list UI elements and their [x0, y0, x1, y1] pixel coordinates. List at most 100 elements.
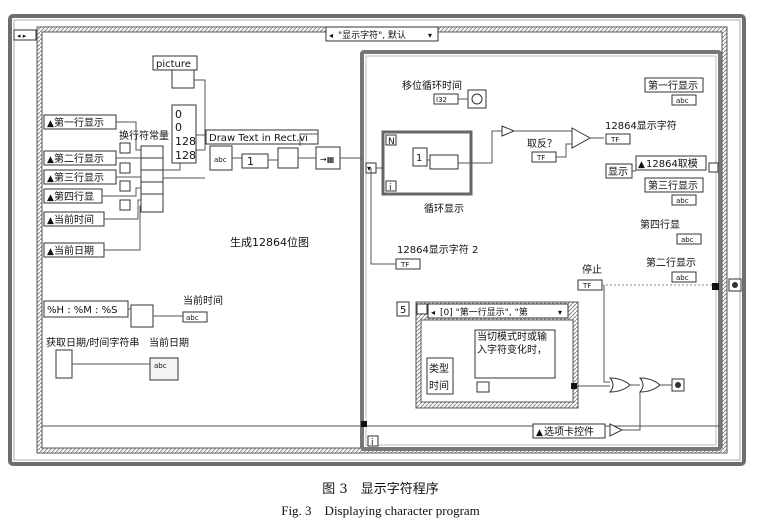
- svg-text:0: 0: [175, 121, 182, 134]
- cur-date-out-label: 当前日期: [149, 336, 189, 349]
- svg-text:第一行显示: 第一行显示: [648, 79, 698, 92]
- svg-text:TF: TF: [400, 261, 409, 269]
- svg-text:128: 128: [175, 135, 196, 148]
- svg-text:%H : %M : %S: %H : %M : %S: [47, 305, 117, 316]
- control-cur-date[interactable]: ▲ 当前日期: [43, 242, 105, 258]
- cur-date-indicator: [149, 357, 179, 381]
- svg-text:第二行显示: 第二行显示: [54, 152, 104, 165]
- char-12864-2-label: 12864显示字符 2: [397, 243, 478, 256]
- svg-text:TF: TF: [582, 282, 591, 290]
- svg-text:abc: abc: [214, 156, 227, 164]
- wait-node: [467, 89, 487, 109]
- char-12864-label: 12864显示字符: [605, 119, 677, 132]
- converter-label: 换行符常量: [119, 129, 169, 142]
- l4-out-indicator: [676, 233, 702, 245]
- svg-text:▲: ▲: [536, 428, 543, 438]
- svg-text:第四行显: 第四行显: [54, 190, 94, 203]
- svg-text:i: i: [371, 438, 374, 448]
- svg-text:TF: TF: [536, 154, 545, 162]
- event-comment: 当切模式时或输入字符变化时，: [474, 329, 556, 379]
- inner-loop-frame: [360, 50, 722, 451]
- svg-text:abc: abc: [676, 97, 689, 105]
- svg-text:→▦: →▦: [320, 155, 334, 164]
- event-comment-text: 当切模式时或输入字符变化时，: [477, 332, 547, 356]
- char-12864-indicator: [605, 133, 631, 145]
- svg-text:▾: ▾: [558, 308, 562, 317]
- shift-time-label: 移位循环时间: [402, 79, 462, 92]
- svg-text:▲: ▲: [47, 119, 54, 129]
- svg-text:12864取模: 12864取模: [646, 158, 698, 170]
- svg-text:选项卡控件: 选项卡控件: [544, 425, 594, 438]
- svg-text:◂ ▸: ◂ ▸: [17, 32, 27, 40]
- l4-out-label: 第四行显: [640, 218, 680, 231]
- svg-text:[0] "第一行显示", "第: [0] "第一行显示", "第: [440, 306, 528, 318]
- svg-text:▲: ▲: [47, 193, 54, 203]
- get-datetime-label: 获取日期/时间字符串: [46, 336, 139, 349]
- svg-text:当前时间: 当前时间: [54, 213, 94, 226]
- svg-text:1: 1: [247, 155, 254, 168]
- svg-text:N: N: [388, 137, 395, 147]
- draw-text-vi[interactable]: Draw Text in Rect.vi abc: [205, 129, 319, 171]
- invert-label: 取反？: [527, 138, 557, 150]
- svg-text:▾: ▾: [367, 164, 371, 173]
- unflatten-node: [277, 147, 299, 169]
- control-line1[interactable]: ▲ 第一行显示: [43, 114, 117, 130]
- svg-text:当前日期: 当前日期: [54, 244, 94, 257]
- not-gate: [501, 125, 516, 137]
- svg-text:▲: ▲: [47, 247, 54, 257]
- select-node: [571, 127, 592, 149]
- tab-control[interactable]: ▲ 选项卡控件: [532, 423, 606, 439]
- svg-text:abc: abc: [676, 274, 689, 282]
- l3-out: 第三行显示 abc: [644, 177, 704, 206]
- svg-text:▲: ▲: [47, 155, 54, 165]
- svg-text:0: 0: [175, 108, 182, 121]
- control-line2[interactable]: ▲ 第二行显示: [43, 150, 117, 166]
- l2-out-indicator: [671, 271, 697, 283]
- svg-text:◂: ◂: [329, 31, 333, 40]
- caption-en: Fig. 3 Displaying character program: [281, 503, 480, 518]
- svg-text:5: 5: [400, 305, 406, 316]
- cur-time-indicator: [182, 311, 208, 323]
- gen-bitmap-label: 生成12864位图: [230, 235, 309, 249]
- caption-cn: 图 3 显示字符程序: [322, 482, 439, 497]
- loop-display-label: 循环显示: [424, 202, 464, 215]
- take-12864-control[interactable]: ▲ 12864取模: [635, 155, 707, 171]
- svg-text:Draw Text in Rect.vi: Draw Text in Rect.vi: [209, 133, 308, 144]
- svg-text:1: 1: [416, 153, 422, 164]
- picture-terminal: picture: [152, 55, 198, 89]
- svg-text:I32: I32: [436, 96, 447, 104]
- concat-node: [140, 145, 164, 213]
- svg-text:TF: TF: [610, 136, 619, 144]
- svg-text:▲: ▲: [47, 174, 54, 184]
- svg-text:abc: abc: [154, 362, 167, 370]
- display-control[interactable]: 显示: [605, 163, 633, 179]
- inner-loop-index: [367, 435, 379, 447]
- svg-text:第三行显示: 第三行显示: [648, 179, 698, 192]
- format-datetime-node: [130, 304, 154, 328]
- l2-out-label: 第二行显示: [646, 256, 696, 269]
- stop-label: 停止: [582, 263, 602, 276]
- svg-text:i: i: [389, 183, 392, 193]
- control-line3[interactable]: ▲ 第三行显示: [43, 169, 117, 185]
- control-line4[interactable]: ▲ 第四行显: [43, 188, 103, 204]
- or-gate-2: [638, 377, 661, 393]
- compare-node: [609, 423, 624, 437]
- loop-selector[interactable]: ◂ ▸: [13, 29, 37, 41]
- or-gate-1: [608, 377, 631, 393]
- l1-out: 第一行显示 abc: [644, 77, 704, 106]
- svg-text:▲: ▲: [638, 160, 645, 170]
- rect-constants: 0 0 128 128: [171, 104, 197, 164]
- svg-text:128: 128: [175, 149, 196, 162]
- time-format-const: %H : %M : %S: [43, 300, 129, 318]
- svg-text:时间: 时间: [429, 379, 449, 392]
- control-cur-time[interactable]: ▲ 当前时间: [43, 211, 105, 227]
- svg-text:▾: ▾: [428, 31, 432, 40]
- svg-text:▲: ▲: [47, 216, 54, 226]
- case-selector[interactable]: ◂ "显示字符", 默认 ▾: [325, 26, 439, 42]
- svg-text:abc: abc: [681, 236, 694, 244]
- get-datetime-node: [55, 349, 73, 379]
- cur-time-out-label: 当前时间: [183, 294, 223, 307]
- svg-text:abc: abc: [186, 314, 199, 322]
- svg-text:显示: 显示: [608, 166, 628, 178]
